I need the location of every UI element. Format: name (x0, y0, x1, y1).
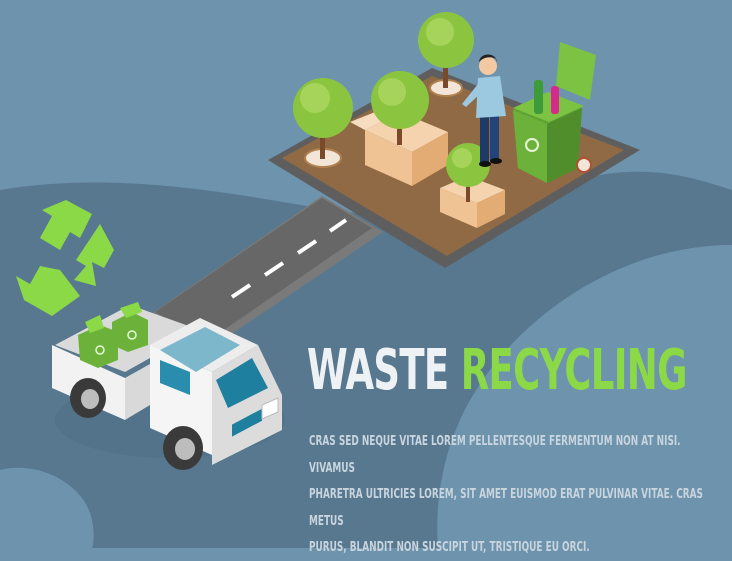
recycle-icon (16, 200, 114, 316)
headline-word-recycling: RECYCLING (460, 338, 688, 403)
recycling-bin-icon (513, 42, 596, 183)
background-light-wave-right (437, 245, 732, 548)
tree-icon (446, 143, 490, 202)
headline-word-waste: WASTE (307, 338, 449, 403)
body-line: PURUS, BLANDIT NON SUSCIPIT UT, TRISTIQU… (309, 539, 590, 555)
body-line: CRAS SED NEQUE VITAE LOREM PELLENTESQUE … (309, 433, 681, 476)
tree-icon (418, 12, 474, 97)
background-light-wave-left (0, 467, 94, 548)
tree-icon (293, 78, 353, 168)
headline: WASTE RECYCLING (307, 343, 687, 399)
body-line: PHARETRA ULTRICIES LOREM, SIT AMET EUISM… (309, 486, 703, 529)
truck-icon (52, 302, 285, 470)
body-copy: CRAS SED NEQUE VITAE LOREM PELLENTESQUE … (309, 428, 705, 561)
tree-icon (371, 71, 429, 145)
person-icon (462, 54, 506, 167)
road (145, 196, 383, 350)
illustration (0, 12, 732, 548)
